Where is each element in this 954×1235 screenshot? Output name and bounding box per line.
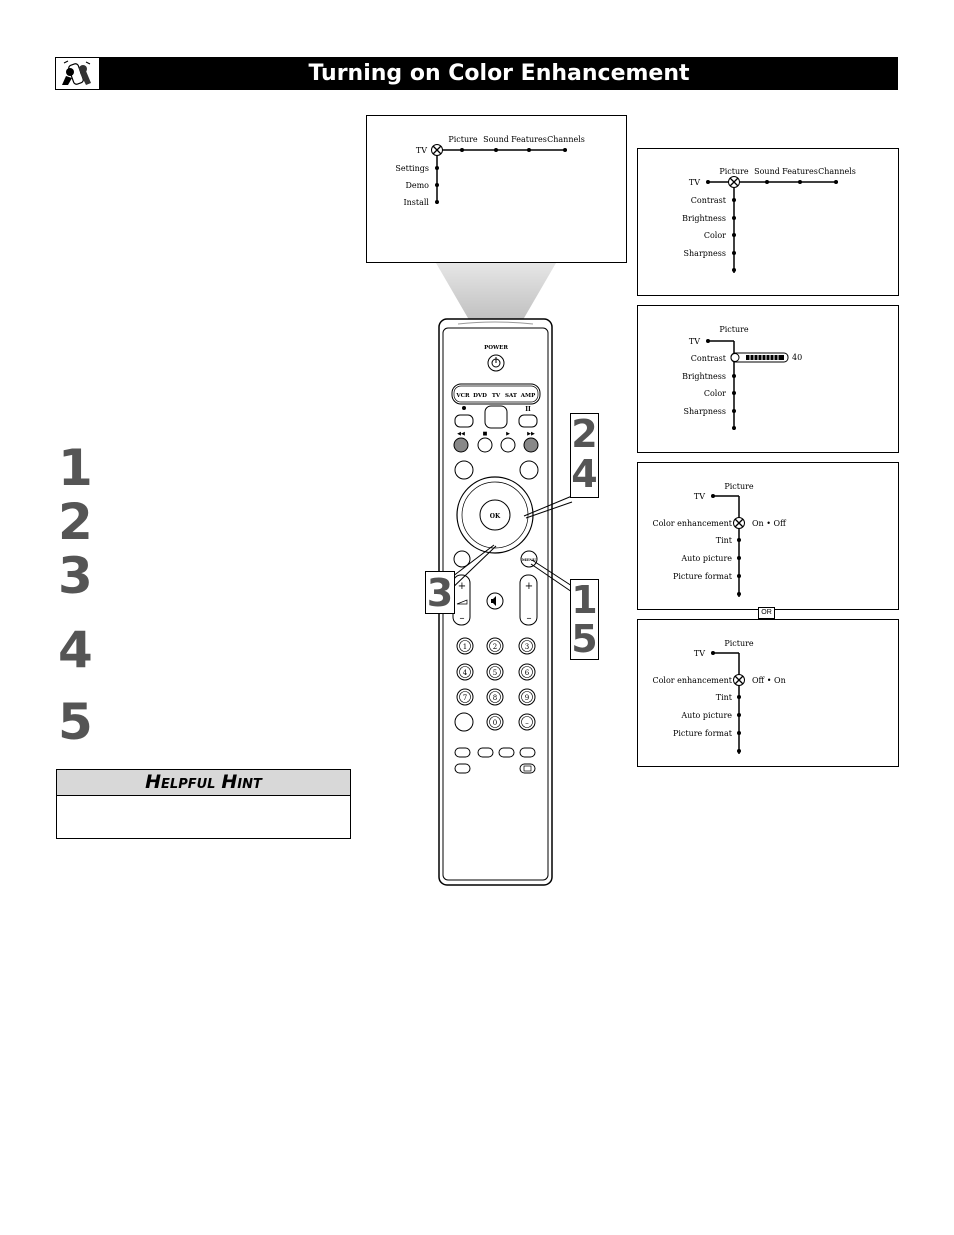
step-number-3: 3 — [58, 547, 93, 605]
menu-label: MENU — [522, 557, 537, 562]
svg-text:–: – — [460, 613, 465, 624]
light-beam — [436, 263, 556, 325]
svg-text:3: 3 — [525, 643, 529, 651]
svg-text:Auto picture: Auto picture — [680, 554, 732, 563]
svg-text:Picture: Picture — [724, 482, 754, 491]
mode-sat: SAT — [505, 393, 518, 399]
menu-sound: Sound — [483, 135, 509, 144]
step-number-4: 4 — [58, 621, 93, 679]
cursor-icon — [728, 176, 740, 188]
svg-text:Picture: Picture — [719, 167, 749, 176]
svg-text:TV: TV — [689, 178, 700, 187]
header-bar — [55, 57, 898, 90]
svg-text:▶: ▶ — [506, 431, 510, 437]
tv-screen-picture-menu: TV Picture Sound Features Channels Contr… — [637, 148, 899, 296]
mode-amp: AMP — [520, 393, 536, 399]
svg-text:Auto picture: Auto picture — [680, 711, 732, 720]
svg-text:40: 40 — [792, 353, 802, 362]
svg-text:TV: TV — [694, 649, 705, 658]
svg-text:1: 1 — [463, 643, 467, 651]
mode-tv: TV — [492, 393, 501, 399]
svg-text:+: + — [525, 581, 533, 592]
svg-text:5: 5 — [493, 669, 497, 677]
svg-text:Color enhancement: Color enhancement — [652, 676, 732, 685]
svg-text:Picture: Picture — [724, 639, 754, 648]
tv-screen-contrast-slider: Picture TV Contrast Brightness Color Sha… — [637, 305, 899, 453]
menu-features: Features — [511, 135, 547, 144]
tv-screen-main-menu: TV Picture Sound Features Channels Setti… — [366, 115, 627, 263]
power-label: POWER — [484, 345, 508, 351]
svg-text:8: 8 — [493, 694, 497, 702]
callout-3: 3 — [425, 571, 455, 615]
svg-text:TV: TV — [689, 337, 700, 346]
svg-text:Color: Color — [704, 231, 726, 240]
svg-text:Contrast: Contrast — [691, 196, 727, 205]
svg-text:Color: Color — [704, 389, 726, 398]
svg-text:TV: TV — [694, 492, 705, 501]
step-number-1: 1 — [58, 439, 93, 497]
svg-text:4: 4 — [463, 669, 468, 677]
svg-text:7: 7 — [463, 694, 467, 702]
cursor-icon — [733, 517, 745, 529]
svg-text:Picture format: Picture format — [673, 729, 733, 738]
svg-text:9: 9 — [525, 694, 529, 702]
svg-text:◀◀: ◀◀ — [457, 431, 465, 437]
callout-1-5: 1 5 — [570, 578, 599, 661]
or-label: OR — [758, 607, 775, 619]
svg-text:Tint: Tint — [716, 536, 733, 545]
ok-label: OK — [490, 513, 501, 520]
page-title: Turning on Color Enhancement — [308, 61, 690, 86]
menu-picture: Picture — [448, 135, 478, 144]
svg-text:■: ■ — [483, 431, 488, 437]
svg-text:Brightness: Brightness — [682, 214, 726, 223]
svg-text:Off • On: Off • On — [752, 676, 786, 685]
helpful-hint-box — [56, 769, 351, 839]
menu-channels: Channels — [547, 135, 585, 144]
svg-text:–: – — [525, 719, 529, 727]
tv-screen-color-enhancement-on: Picture TV Color enhancement Tint Auto p… — [637, 462, 899, 610]
svg-text:Color enhancement: Color enhancement — [652, 519, 732, 528]
svg-text:0: 0 — [493, 719, 497, 727]
svg-text:▶▶: ▶▶ — [527, 431, 535, 437]
helpful-hint-title: HELPFUL HINT — [57, 770, 350, 796]
svg-text:2: 2 — [493, 643, 497, 651]
svg-text:–: – — [527, 613, 532, 624]
tv-screen-color-enhancement-off: Picture TV Color enhancement Tint Auto p… — [637, 619, 899, 767]
svg-text:Tint: Tint — [716, 693, 733, 702]
item-install: Install — [403, 198, 429, 207]
svg-text:II: II — [525, 406, 531, 413]
mode-vcr: VCR — [455, 393, 470, 399]
svg-text:Picture: Picture — [719, 325, 749, 334]
mode-dvd: DVD — [473, 393, 487, 399]
contrast-slider — [730, 352, 789, 363]
cursor-icon — [431, 144, 443, 156]
svg-text:Contrast: Contrast — [691, 354, 727, 363]
svg-text:Sharpness: Sharpness — [684, 249, 726, 258]
step-number-2: 2 — [58, 493, 93, 551]
svg-text:Sharpness: Sharpness — [684, 407, 726, 416]
svg-text:Sound: Sound — [754, 167, 780, 176]
callout-2-4: 2 4 — [570, 412, 599, 498]
svg-text:6: 6 — [525, 669, 530, 677]
cursor-icon — [733, 674, 745, 686]
svg-text:Channels: Channels — [818, 167, 856, 176]
item-settings: Settings — [395, 164, 429, 173]
tv-label: TV — [416, 146, 427, 155]
svg-text:Picture format: Picture format — [673, 572, 733, 581]
svg-text:Brightness: Brightness — [682, 372, 726, 381]
svg-text:Features: Features — [782, 167, 818, 176]
svg-text:+: + — [458, 581, 466, 592]
remote-control: POWER VCR DVD TV SAT AMP II ◀◀ ■ ▶ ▶▶ OK — [438, 318, 553, 888]
remote-hands-icon — [55, 57, 100, 90]
svg-text:On • Off: On • Off — [752, 519, 787, 528]
power-button[interactable] — [487, 354, 505, 372]
item-demo: Demo — [405, 181, 429, 190]
step-number-5: 5 — [58, 693, 93, 751]
